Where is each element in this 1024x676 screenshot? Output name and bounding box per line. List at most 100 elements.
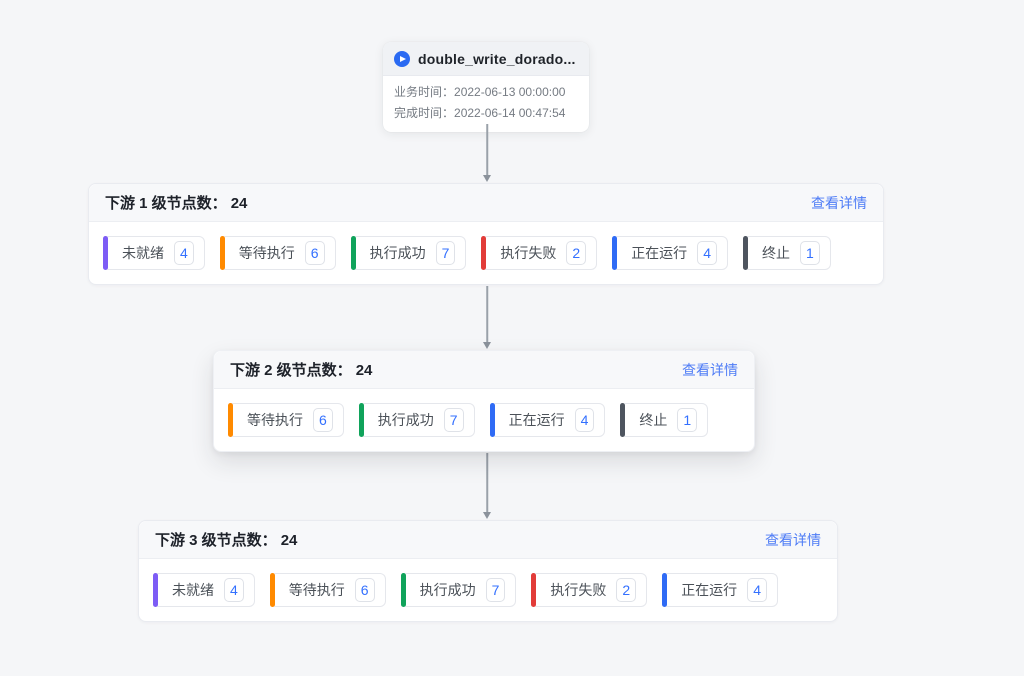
status-count: 7: [485, 578, 506, 602]
status-color-bar: [358, 403, 364, 437]
status-badge-success[interactable]: 执行成功 7: [358, 403, 475, 437]
panel-title: 下游 3 级节点数：24: [155, 529, 297, 550]
status-label: 执行成功: [419, 582, 476, 598]
status-label: 终止: [639, 412, 668, 428]
downstream-level-1-panel: 下游 1 级节点数：24 查看详情 未就绪 4 等待执行 6 执行成功 7: [88, 183, 884, 285]
business-time-row: 业务时间：2022-06-13 00:00:00: [394, 82, 578, 103]
status-badge-waiting[interactable]: 等待执行 6: [269, 573, 386, 607]
status-color-bar: [228, 403, 233, 437]
status-color-bar: [612, 236, 618, 270]
status-color-bar: [742, 236, 748, 270]
status-label: 正在运行: [681, 582, 738, 598]
status-color-bar: [662, 573, 668, 607]
status-color-bar: [400, 573, 406, 607]
status-color-bar: [219, 236, 225, 270]
finish-time-label: 完成时间：: [394, 106, 455, 120]
status-badge-not-ready[interactable]: 未就绪 4: [153, 573, 255, 607]
panel-node-count: 24: [280, 532, 298, 549]
view-details-link[interactable]: 查看详情: [682, 361, 738, 378]
finish-time-row: 完成时间：2022-06-14 00:47:54: [394, 103, 578, 124]
status-color-bar: [481, 236, 487, 270]
business-time-label: 业务时间：: [394, 85, 455, 99]
root-task-info: 业务时间：2022-06-13 00:00:00 完成时间：2022-06-14…: [383, 76, 589, 132]
status-label: 执行成功: [369, 245, 426, 261]
status-color-bar: [620, 403, 626, 437]
panel-header: 下游 1 级节点数：24 查看详情: [89, 184, 883, 222]
status-count: 1: [799, 241, 820, 265]
status-label: 正在运行: [508, 412, 565, 428]
status-color-bar: [531, 573, 537, 607]
status-label: 等待执行: [247, 412, 303, 428]
status-badge-waiting[interactable]: 等待执行 6: [219, 236, 336, 270]
panel-title-text: 下游 1 级节点数：: [105, 195, 227, 212]
status-count: 4: [747, 578, 767, 602]
arrow-head-icon: [483, 512, 491, 519]
arrow-head-icon: [483, 342, 491, 349]
status-badge-failed[interactable]: 执行失败 2: [531, 573, 648, 607]
status-badge-row: 未就绪 4 等待执行 6 执行成功 7 执行失败 2 正在运行 4: [89, 222, 883, 284]
panel-header: 下游 3 级节点数：24 查看详情: [139, 521, 837, 559]
business-time-value: 2022-06-13 00:00:00: [454, 85, 566, 99]
status-label: 未就绪: [172, 582, 214, 598]
status-badge-terminated[interactable]: 终止 1: [620, 403, 709, 437]
connector-arrow-2: [482, 286, 492, 349]
arrow-shaft: [486, 124, 488, 176]
status-badge-terminated[interactable]: 终止 1: [742, 236, 831, 270]
status-count: 7: [443, 408, 464, 432]
arrow-shaft: [486, 453, 488, 513]
root-task-card[interactable]: double_write_dorado... 业务时间：2022-06-13 0…: [383, 42, 589, 132]
status-label: 执行失败: [550, 582, 607, 598]
status-count: 4: [174, 241, 194, 265]
panel-title-text: 下游 2 级节点数：: [230, 362, 352, 379]
status-badge-row: 未就绪 4 等待执行 6 执行成功 7 执行失败 2 正在运行 4: [139, 559, 837, 621]
status-count: 4: [224, 578, 244, 602]
status-count: 1: [677, 408, 698, 432]
status-count: 6: [354, 578, 375, 602]
downstream-level-3-panel: 下游 3 级节点数：24 查看详情 未就绪 4 等待执行 6 执行成功 7: [138, 520, 838, 622]
panel-title-text: 下游 3 级节点数：: [155, 532, 277, 549]
status-badge-running[interactable]: 正在运行 4: [489, 403, 606, 437]
arrow-head-icon: [483, 175, 491, 182]
status-label: 等待执行: [238, 245, 295, 261]
status-count: 4: [574, 408, 595, 432]
status-badge-running[interactable]: 正在运行 4: [662, 573, 778, 607]
root-task-header[interactable]: double_write_dorado...: [383, 42, 589, 76]
status-color-bar: [350, 236, 356, 270]
status-count: 2: [616, 578, 637, 602]
status-label: 等待执行: [288, 582, 345, 598]
status-count: 2: [566, 241, 587, 265]
status-badge-waiting[interactable]: 等待执行 6: [228, 403, 344, 437]
panel-title: 下游 2 级节点数：24: [230, 359, 372, 380]
status-badge-running[interactable]: 正在运行 4: [612, 236, 728, 270]
status-color-bar: [269, 573, 275, 607]
view-details-link[interactable]: 查看详情: [811, 194, 867, 211]
status-badge-not-ready[interactable]: 未就绪 4: [103, 236, 205, 270]
status-label: 未就绪: [122, 245, 164, 261]
status-label: 终止: [761, 245, 790, 261]
status-color-bar: [489, 403, 495, 437]
finish-time-value: 2022-06-14 00:47:54: [454, 106, 566, 120]
status-label: 执行失败: [500, 245, 557, 261]
status-label: 正在运行: [631, 245, 688, 261]
panel-node-count: 24: [230, 195, 248, 212]
status-badge-success[interactable]: 执行成功 7: [400, 573, 517, 607]
status-count: 4: [697, 241, 717, 265]
status-badge-failed[interactable]: 执行失败 2: [481, 236, 598, 270]
downstream-level-2-panel: 下游 2 级节点数：24 查看详情 等待执行 6 执行成功 7 正在运行 4: [213, 350, 755, 452]
status-color-bar: [103, 236, 108, 270]
status-label: 执行成功: [377, 412, 434, 428]
panel-title: 下游 1 级节点数：24: [105, 192, 247, 213]
status-badge-success[interactable]: 执行成功 7: [350, 236, 467, 270]
status-count: 7: [435, 241, 456, 265]
connector-arrow-1: [482, 124, 492, 182]
arrow-shaft: [486, 286, 488, 343]
view-details-link[interactable]: 查看详情: [765, 531, 821, 548]
connector-arrow-3: [482, 453, 492, 519]
status-color-bar: [153, 573, 158, 607]
status-count: 6: [304, 241, 325, 265]
panel-header: 下游 2 级节点数：24 查看详情: [214, 351, 754, 389]
play-icon: [394, 50, 410, 67]
status-count: 6: [313, 408, 333, 432]
panel-node-count: 24: [355, 362, 373, 379]
